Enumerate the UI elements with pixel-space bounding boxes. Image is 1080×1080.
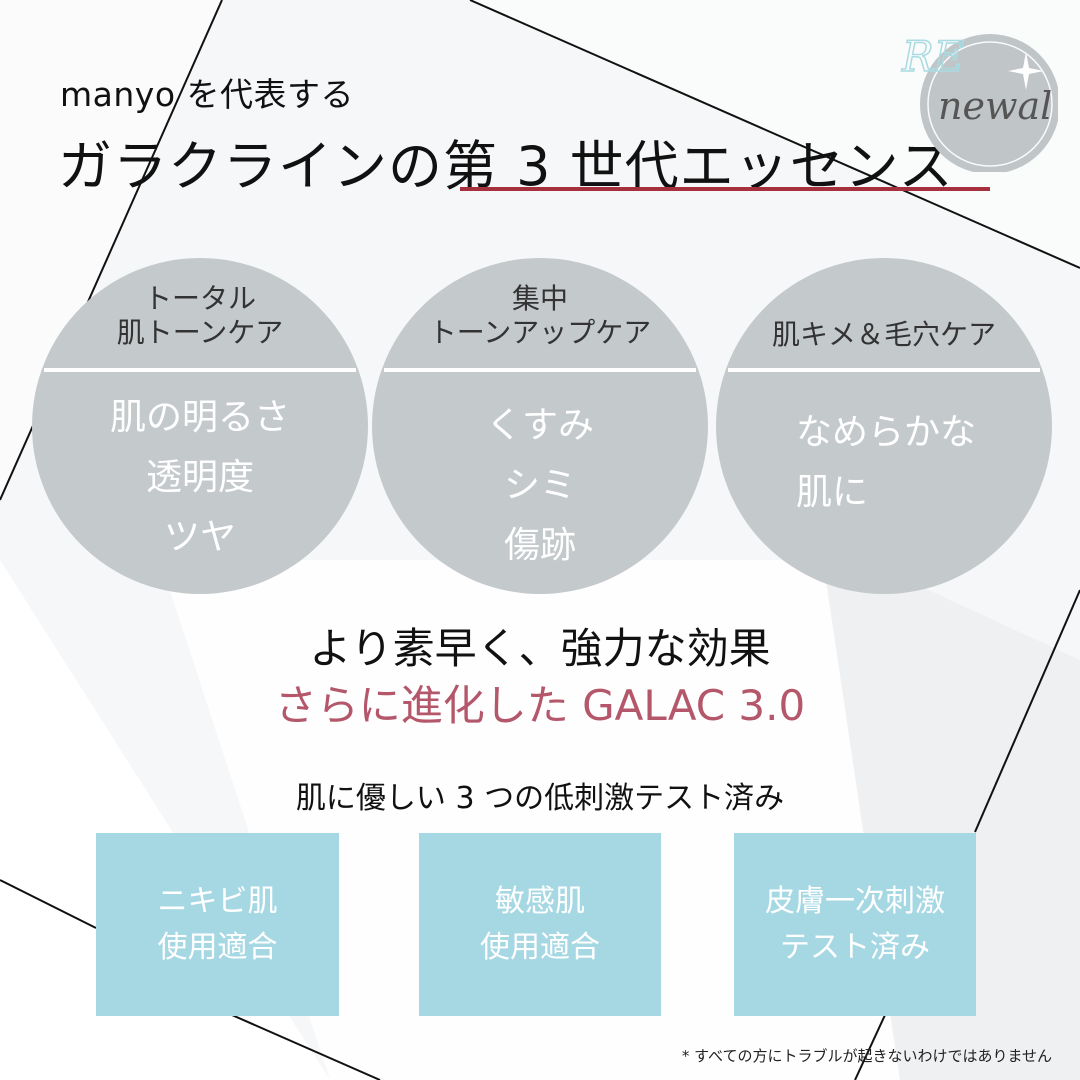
feature-circle-texture-pore: 肌キメ＆毛穴ケア なめらかな 肌に	[716, 258, 1052, 594]
circle-divider	[384, 368, 696, 372]
circle-benefits: くすみ シミ 傷跡	[485, 405, 594, 566]
circle-heading: トータル 肌トーンケア	[116, 282, 284, 349]
test-badge-sensitive: 敏感肌 使用適合	[419, 833, 661, 1016]
tests-heading: 肌に優しい 3 つの低刺激テスト済み	[295, 781, 785, 816]
footnote: * すべての方にトラブルが起きないわけではありません	[681, 1047, 1052, 1065]
circle-benefits: 肌の明るさ 透明度 ツヤ	[109, 397, 290, 558]
feature-circle-total-tone: トータル 肌トーンケア 肌の明るさ 透明度 ツヤ	[32, 258, 368, 594]
tagline-highlight: さらに進化した GALAC 3.0	[274, 681, 806, 730]
subtitle: manyo を代表する	[60, 75, 354, 114]
badge-text: newal	[938, 84, 1053, 128]
circle-heading: 肌キメ＆毛穴ケア	[771, 318, 996, 351]
badge-prefix: RE	[901, 31, 965, 82]
tagline-primary: より素早く、強力な効果	[309, 624, 771, 673]
test-badge-acne: ニキビ肌 使用適合	[96, 833, 339, 1016]
renewal-badge: RE newal	[901, 22, 1060, 174]
circle-divider	[728, 368, 1040, 372]
sparkle-icon	[1008, 52, 1044, 90]
circle-benefits: なめらかな 肌に	[796, 412, 977, 513]
test-badge-irritation: 皮膚一次刺激 テスト済み	[734, 833, 976, 1016]
feature-circle-tone-up: 集中 トーンアップケア くすみ シミ 傷跡	[372, 258, 708, 594]
title-underline	[460, 187, 990, 191]
circle-divider	[44, 368, 356, 372]
circle-heading: 集中 トーンアップケア	[428, 282, 652, 349]
